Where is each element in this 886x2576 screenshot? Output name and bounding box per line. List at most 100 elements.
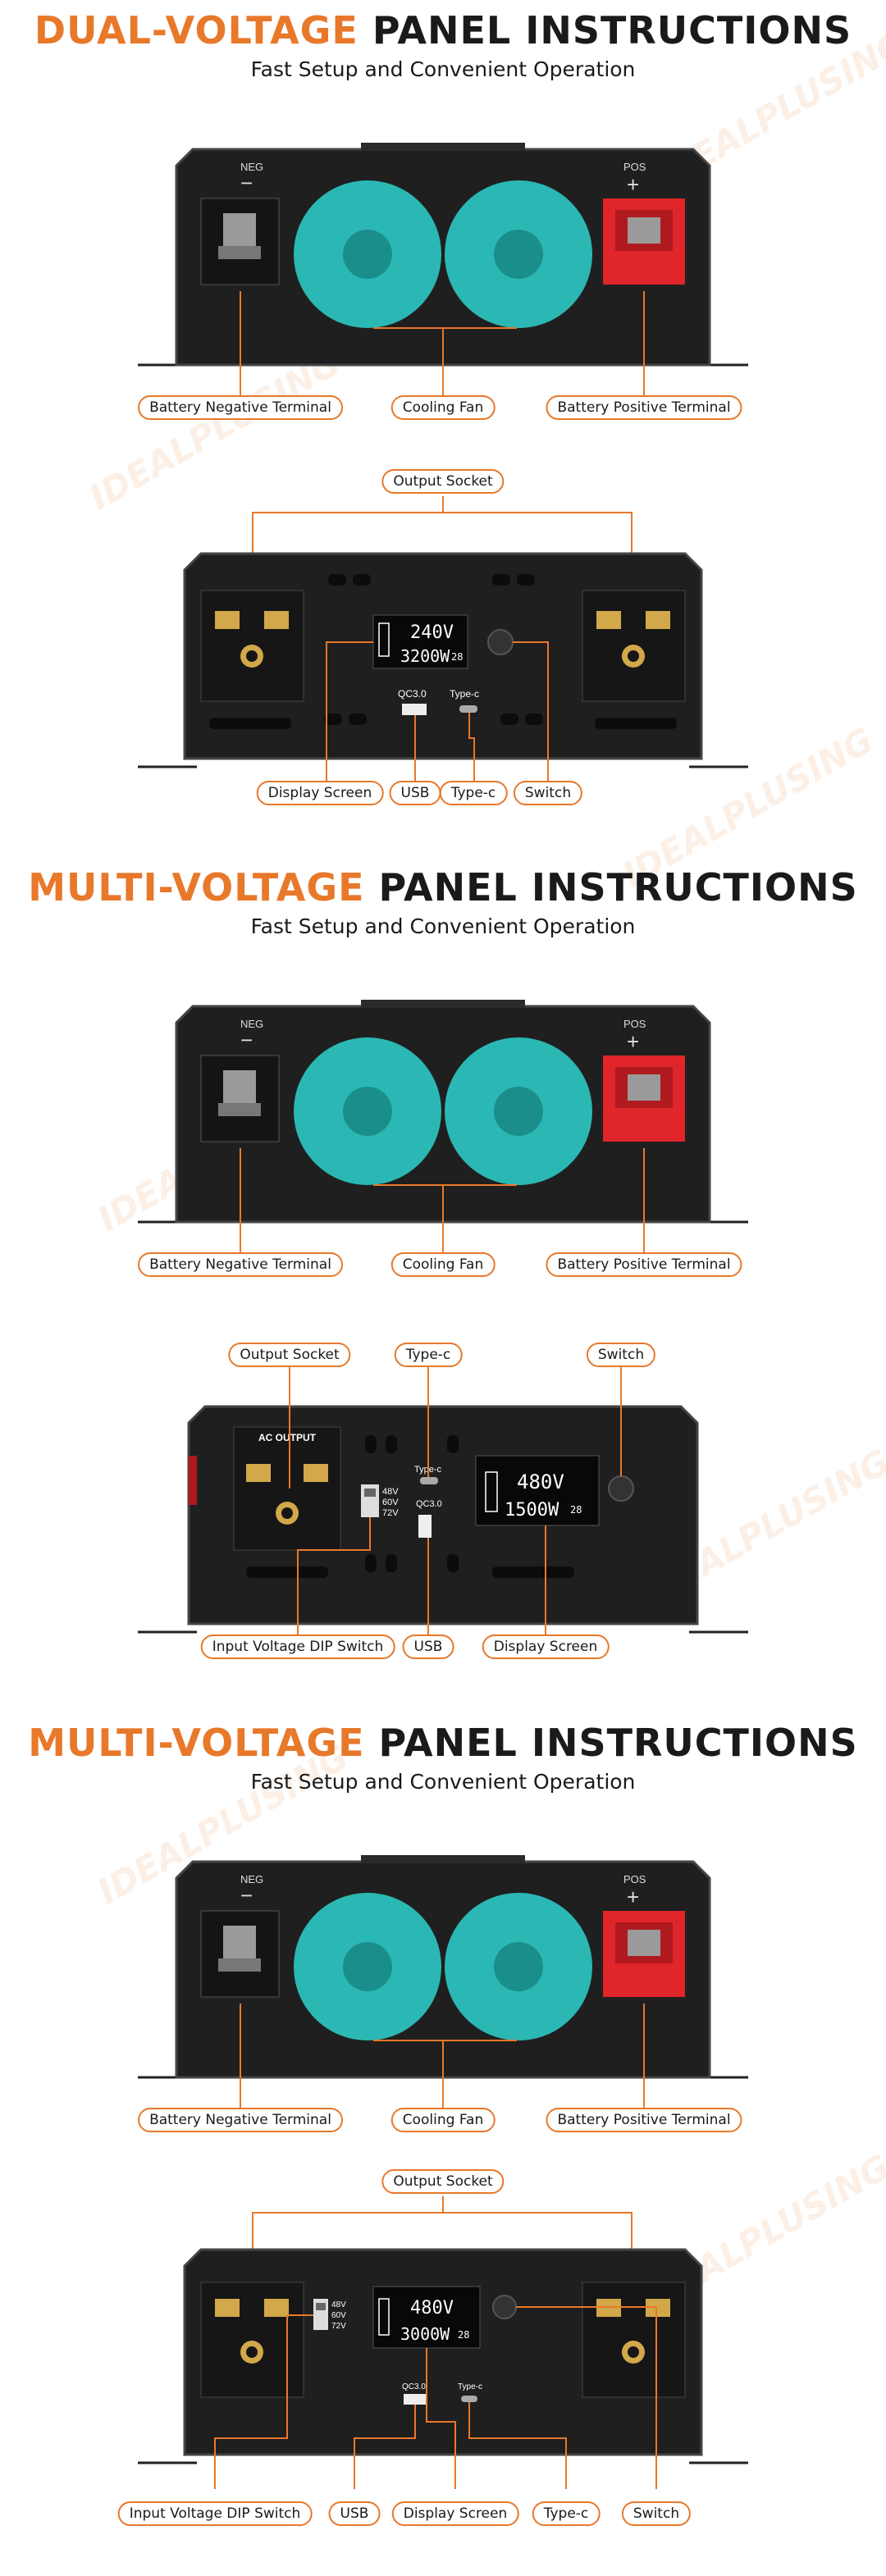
cooling-fan-right-icon xyxy=(445,1037,592,1185)
qc-text: QC3.0 xyxy=(398,688,427,700)
section-multi-voltage-2: MULTI-VOLTAGE PANEL INSTRUCTIONS Fast Se… xyxy=(0,1712,886,2574)
usb-port xyxy=(404,2394,427,2405)
section-title: MULTI-VOLTAGE PANEL INSTRUCTIONS xyxy=(0,1724,886,1762)
label-display-screen: Display Screen xyxy=(256,781,384,805)
label-cooling-fan: Cooling Fan xyxy=(390,2108,496,2132)
qc-text: QC3.0 xyxy=(402,2382,426,2391)
label-usb: USB xyxy=(389,781,441,805)
negative-terminal xyxy=(200,198,280,285)
label-battery-negative: Battery Negative Terminal xyxy=(138,2108,343,2132)
dip-switch-icon[interactable]: 48V 60V 72V xyxy=(361,1484,399,1518)
inverter-front-panel: 48V 60V 72V 480V 3000W 28 QC3.0 Type-c xyxy=(138,2196,748,2489)
label-output-socket: Output Socket xyxy=(381,469,505,494)
neg-text: NEG xyxy=(240,161,263,173)
vent-slots xyxy=(209,574,677,729)
label-typec: Type-c xyxy=(532,2501,601,2526)
typec-text: Type-c xyxy=(450,688,479,700)
negative-terminal xyxy=(200,1910,280,1998)
inverter-back-panel: NEG − POS + xyxy=(138,1855,748,2110)
label-typec: Type-c xyxy=(439,781,508,805)
inverter-front-panel: AC OUTPUT 48V 60V 72V Type-c QC3.0 480V … xyxy=(138,1366,748,1640)
label-switch: Switch xyxy=(513,781,583,805)
svg-text:240V: 240V xyxy=(410,622,454,643)
power-switch-icon[interactable] xyxy=(608,1475,634,1502)
svg-text:480V: 480V xyxy=(517,1470,564,1493)
neg-text: NEG xyxy=(240,1018,263,1030)
display-screen-icon: 480V 3000W 28 xyxy=(372,2286,481,2349)
label-dip-switch: Input Voltage DIP Switch xyxy=(117,2501,313,2526)
label-typec: Type-c xyxy=(394,1343,463,1367)
positive-terminal xyxy=(603,1911,685,1997)
svg-text:+: + xyxy=(627,172,639,197)
power-switch-icon[interactable] xyxy=(487,629,514,655)
svg-text:28: 28 xyxy=(570,1504,582,1516)
svg-text:−: − xyxy=(240,1883,253,1908)
typec-port xyxy=(459,705,477,713)
svg-text:48V: 48V xyxy=(382,1487,399,1497)
positive-terminal xyxy=(603,198,685,285)
section-multi-voltage-1: MULTI-VOLTAGE PANEL INSTRUCTIONS Fast Se… xyxy=(0,857,886,1710)
svg-text:48V: 48V xyxy=(331,2300,346,2309)
svg-text:−: − xyxy=(240,171,253,195)
positive-terminal xyxy=(603,1055,685,1142)
label-battery-negative: Battery Negative Terminal xyxy=(138,395,343,420)
pos-text: POS xyxy=(623,1018,646,1030)
svg-text:72V: 72V xyxy=(331,2322,346,2331)
inverter-front-panel: 240V 3200W 28 QC3.0 Type-c xyxy=(138,496,748,783)
cooling-fan-right-icon xyxy=(445,1893,592,2040)
label-display-screen: Display Screen xyxy=(391,2501,519,2526)
label-switch: Switch xyxy=(586,1343,656,1367)
svg-text:72V: 72V xyxy=(382,1508,399,1518)
qc-text: QC3.0 xyxy=(416,1499,442,1509)
label-battery-positive: Battery Positive Terminal xyxy=(546,1252,742,1277)
svg-text:60V: 60V xyxy=(382,1498,399,1507)
svg-text:+: + xyxy=(627,1029,639,1054)
svg-text:+: + xyxy=(627,1885,639,1909)
section-subtitle: Fast Setup and Convenient Operation xyxy=(250,57,636,81)
title-rest: PANEL INSTRUCTIONS xyxy=(378,865,858,910)
cooling-fan-left-icon xyxy=(294,180,441,328)
title-accent: MULTI-VOLTAGE xyxy=(28,865,365,910)
pos-text: POS xyxy=(623,1873,646,1885)
label-output-socket: Output Socket xyxy=(228,1343,351,1367)
display-screen-icon: 240V 3200W 28 xyxy=(372,614,468,669)
svg-text:28: 28 xyxy=(458,2329,469,2341)
title-accent: DUAL-VOLTAGE xyxy=(34,8,359,52)
label-output-socket: Output Socket xyxy=(381,2169,505,2194)
usb-port xyxy=(402,704,427,715)
svg-text:−: − xyxy=(240,1028,253,1052)
power-switch-icon[interactable] xyxy=(492,2295,517,2319)
typec-port xyxy=(420,1477,438,1484)
output-socket-left-icon xyxy=(200,590,304,702)
label-battery-positive: Battery Positive Terminal xyxy=(546,2108,742,2132)
label-cooling-fan: Cooling Fan xyxy=(390,1252,496,1277)
cooling-fan-left-icon xyxy=(294,1037,441,1185)
section-subtitle: Fast Setup and Convenient Operation xyxy=(250,1770,636,1794)
output-socket-right-icon xyxy=(582,590,686,702)
cooling-fan-left-icon xyxy=(294,1893,441,2040)
section-title: MULTI-VOLTAGE PANEL INSTRUCTIONS xyxy=(0,869,886,906)
inverter-back-panel: NEG − POS + xyxy=(138,143,748,398)
neg-text: NEG xyxy=(240,1873,263,1885)
ac-output-text: AC OUTPUT xyxy=(258,1432,317,1443)
svg-text:1500W: 1500W xyxy=(505,1500,559,1521)
label-battery-negative: Battery Negative Terminal xyxy=(138,1252,343,1277)
section-title: DUAL-VOLTAGE PANEL INSTRUCTIONS xyxy=(0,11,886,49)
label-display-screen: Display Screen xyxy=(482,1635,610,1659)
usb-port xyxy=(418,1515,432,1538)
title-rest: PANEL INSTRUCTIONS xyxy=(378,1721,858,1765)
title-accent: MULTI-VOLTAGE xyxy=(28,1721,365,1765)
svg-text:3000W: 3000W xyxy=(400,2324,450,2344)
inverter-back-panel: NEG − POS + xyxy=(138,1000,748,1255)
title-rest: PANEL INSTRUCTIONS xyxy=(372,8,852,52)
dip-switch-icon[interactable]: 48V 60V 72V xyxy=(313,2299,346,2331)
pos-text: POS xyxy=(623,161,646,173)
label-switch: Switch xyxy=(621,2501,692,2526)
label-cooling-fan: Cooling Fan xyxy=(390,395,496,420)
vent-slots xyxy=(246,1435,574,1578)
section-subtitle: Fast Setup and Convenient Operation xyxy=(250,914,636,938)
svg-text:3200W: 3200W xyxy=(400,646,450,666)
svg-text:60V: 60V xyxy=(331,2311,346,2320)
negative-terminal xyxy=(200,1055,280,1142)
svg-text:480V: 480V xyxy=(410,2298,454,2318)
